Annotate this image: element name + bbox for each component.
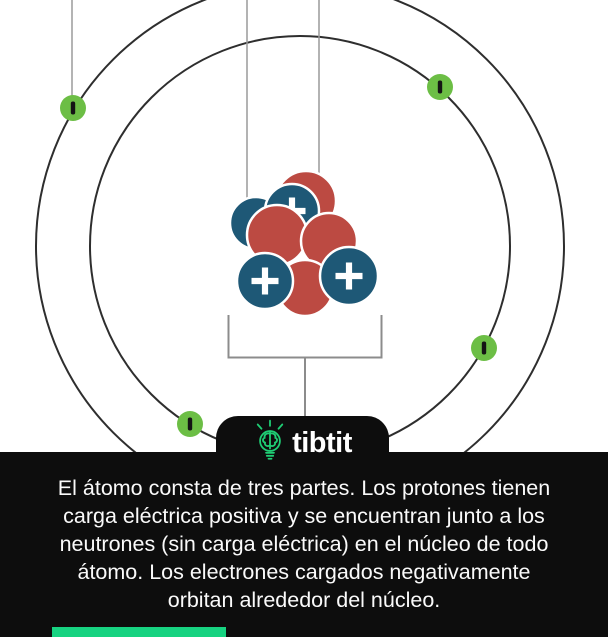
caption-line: átomo. Los electrones cargados negativam… bbox=[77, 560, 531, 584]
caption-line: El átomo consta de tres partes. Los prot… bbox=[57, 476, 551, 500]
brain-bulb-icon bbox=[256, 419, 284, 460]
atom-diagram bbox=[35, 0, 565, 452]
plus-icon bbox=[335, 262, 363, 290]
minus-icon bbox=[187, 417, 193, 431]
footer-accent-bar bbox=[52, 627, 226, 637]
nucleus-bracket bbox=[227, 315, 383, 359]
brand-wordmark: tibtit bbox=[292, 426, 352, 459]
caption-line: carga eléctrica positiva y se encuentran… bbox=[63, 504, 545, 528]
plus-icon bbox=[251, 267, 279, 295]
atom-svg bbox=[35, 0, 565, 452]
outer-orbit bbox=[35, 0, 565, 452]
minus-icon bbox=[70, 101, 76, 115]
minus-icon bbox=[481, 341, 487, 355]
caption-line: orbitan alrededor del núcleo. bbox=[167, 588, 441, 612]
caption-line: neutrones (sin carga eléctrica) en el nú… bbox=[59, 532, 549, 556]
brand-badge: tibtit bbox=[216, 416, 389, 464]
inner-orbit bbox=[89, 35, 511, 452]
caption-panel: El átomo consta de tres partes. Los prot… bbox=[0, 452, 608, 637]
caption-text: El átomo consta de tres partes. Los prot… bbox=[0, 452, 608, 614]
minus-icon bbox=[437, 80, 443, 94]
